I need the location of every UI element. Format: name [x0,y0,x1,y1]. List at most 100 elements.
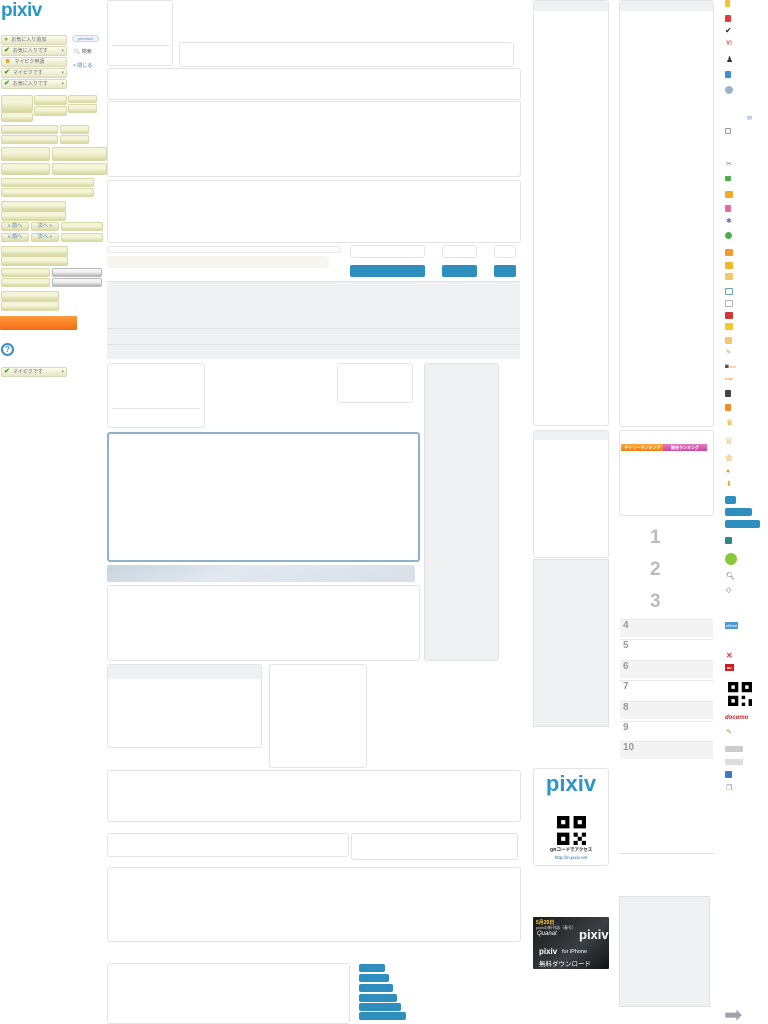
olive-button-large[interactable] [1,95,33,112]
mypixiv-status-dropdown-2[interactable]: ✔マイピクです▾ [1,367,67,377]
olive-button-wide[interactable] [1,178,94,187]
olive-button[interactable] [1,278,50,287]
mobile-promo-card[interactable]: pixiv QRコードでアクセス http://m.pixiv.net [533,768,609,866]
rss-icon[interactable] [725,404,731,411]
camera-icon[interactable]: ◙new [725,364,736,370]
scissors-icon[interactable]: ✂ [726,161,732,168]
gray-badge[interactable] [725,746,743,752]
submit-button[interactable] [494,265,516,277]
olive-button[interactable] [1,268,50,277]
trophy-icon[interactable]: ♛ [726,418,734,427]
olive-button[interactable] [1,256,68,266]
text-input[interactable] [107,246,341,253]
input-field[interactable] [442,245,477,258]
rail-blue-button[interactable] [725,520,760,528]
rank-row[interactable]: 9 [620,721,713,739]
prev-button-2[interactable]: « 前へ [1,233,29,242]
wrench-icon[interactable]: ✎ [726,729,732,736]
yahoo-icon[interactable]: Y! [726,41,732,47]
olive-button[interactable] [68,104,97,113]
gray-badge[interactable] [725,759,743,765]
olive-button[interactable] [1,301,59,311]
stacked-button[interactable] [359,1003,401,1011]
orange-action-button[interactable] [0,316,77,330]
folder-edit-icon[interactable] [725,262,733,269]
action-bar[interactable] [107,565,415,582]
help-icon[interactable]: ? [1,343,14,356]
rank-row[interactable]: 8 [620,701,713,719]
olive-button[interactable] [34,95,67,105]
olive-button[interactable] [1,163,50,175]
iphone-app-banner[interactable]: 5月29日 pixivの新刊誌（春号） Quanat pixiv pixiv f… [533,917,609,969]
rail-blue-button[interactable] [725,496,736,504]
tab-overall-ranking[interactable]: 総合ランキング [663,444,707,451]
mail-send-icon[interactable] [725,312,733,319]
olive-button[interactable] [61,233,103,242]
olive-button[interactable] [34,106,67,116]
olive-button[interactable] [52,147,107,161]
olive-button[interactable] [60,135,89,144]
olive-button[interactable] [1,246,68,256]
next-arrow-icon[interactable]: ➡ [724,1002,743,1024]
input-field[interactable] [494,245,516,258]
search-link[interactable]: 🔍︎ 検索 [74,48,92,55]
down-arrow-icon[interactable]: ⬇ [726,481,732,488]
tag-icon[interactable]: ◇ [726,587,732,594]
folder-add-icon[interactable] [725,249,733,256]
window-icon[interactable] [725,128,731,134]
app-icon[interactable] [725,771,732,778]
star-icon[interactable] [725,15,731,22]
arrow-icon[interactable] [725,176,731,181]
gray-button[interactable] [52,268,102,277]
mypixiv-status-dropdown[interactable]: ✔マイピクです▾ [1,68,67,78]
favorite-status-dropdown-2[interactable]: ✔お気に入りです▾ [1,79,67,89]
gray-button[interactable] [52,278,102,287]
next-button-2[interactable]: 次へ » [31,233,59,242]
plus-circle-icon[interactable] [725,232,732,239]
image-icon[interactable] [725,288,733,295]
olive-button[interactable] [1,112,33,122]
calendar-icon[interactable] [725,537,732,544]
olive-button-wide[interactable] [1,188,94,197]
rank-row[interactable]: 5 [620,639,713,657]
thumbnail-card[interactable] [107,363,205,428]
magnifier-icon[interactable]: 🔍︎ [726,573,735,580]
user-icon[interactable]: ♟ [726,55,734,64]
docomo-logo[interactable]: docomo [725,715,749,721]
rank-row[interactable]: 6 [620,660,713,678]
olive-button[interactable] [1,291,59,301]
official-badge[interactable]: official [725,622,739,629]
submit-button[interactable] [350,265,425,277]
olive-button[interactable] [1,125,58,134]
input-field[interactable] [350,245,425,258]
olive-button[interactable] [1,135,58,144]
mobile-url-link[interactable]: http://m.pixiv.net [554,855,588,860]
folder-yellow-icon[interactable] [725,323,733,330]
camera-2-icon[interactable] [725,390,731,397]
envelope-icon[interactable] [725,300,733,307]
rank-row[interactable]: 4 [620,619,713,637]
stacked-button[interactable] [359,964,385,972]
folder-open-icon[interactable] [725,337,732,344]
pixiv-circle-icon[interactable] [725,553,737,565]
prev-button[interactable]: « 前へ [1,222,29,231]
comment-textarea[interactable] [107,432,420,562]
folders-icon[interactable] [725,273,733,280]
rank-row[interactable]: 7 [620,680,713,698]
favorite-status-dropdown[interactable]: ✔お気に入りです▾ [1,46,67,56]
add-favorite-button[interactable]: ●お気に入り追加 [1,35,67,45]
trophy-2-icon[interactable]: ♕ [725,436,734,446]
heart-icon[interactable] [725,205,731,212]
mail-icon[interactable]: ✉ [747,116,753,122]
close-icon[interactable] [725,86,733,94]
x-icon[interactable]: ✕ [726,651,733,660]
olive-button[interactable] [68,95,97,103]
olive-button[interactable] [1,147,50,161]
olive-button[interactable] [1,211,66,221]
olive-button[interactable] [60,125,89,134]
stacked-button[interactable] [359,984,393,992]
copy-icon[interactable]: ❐ [726,785,733,792]
pixiv-logo[interactable]: pixiv [1,0,42,21]
close-link[interactable]: × 閉じる [73,63,93,69]
submit-button[interactable] [442,265,477,277]
